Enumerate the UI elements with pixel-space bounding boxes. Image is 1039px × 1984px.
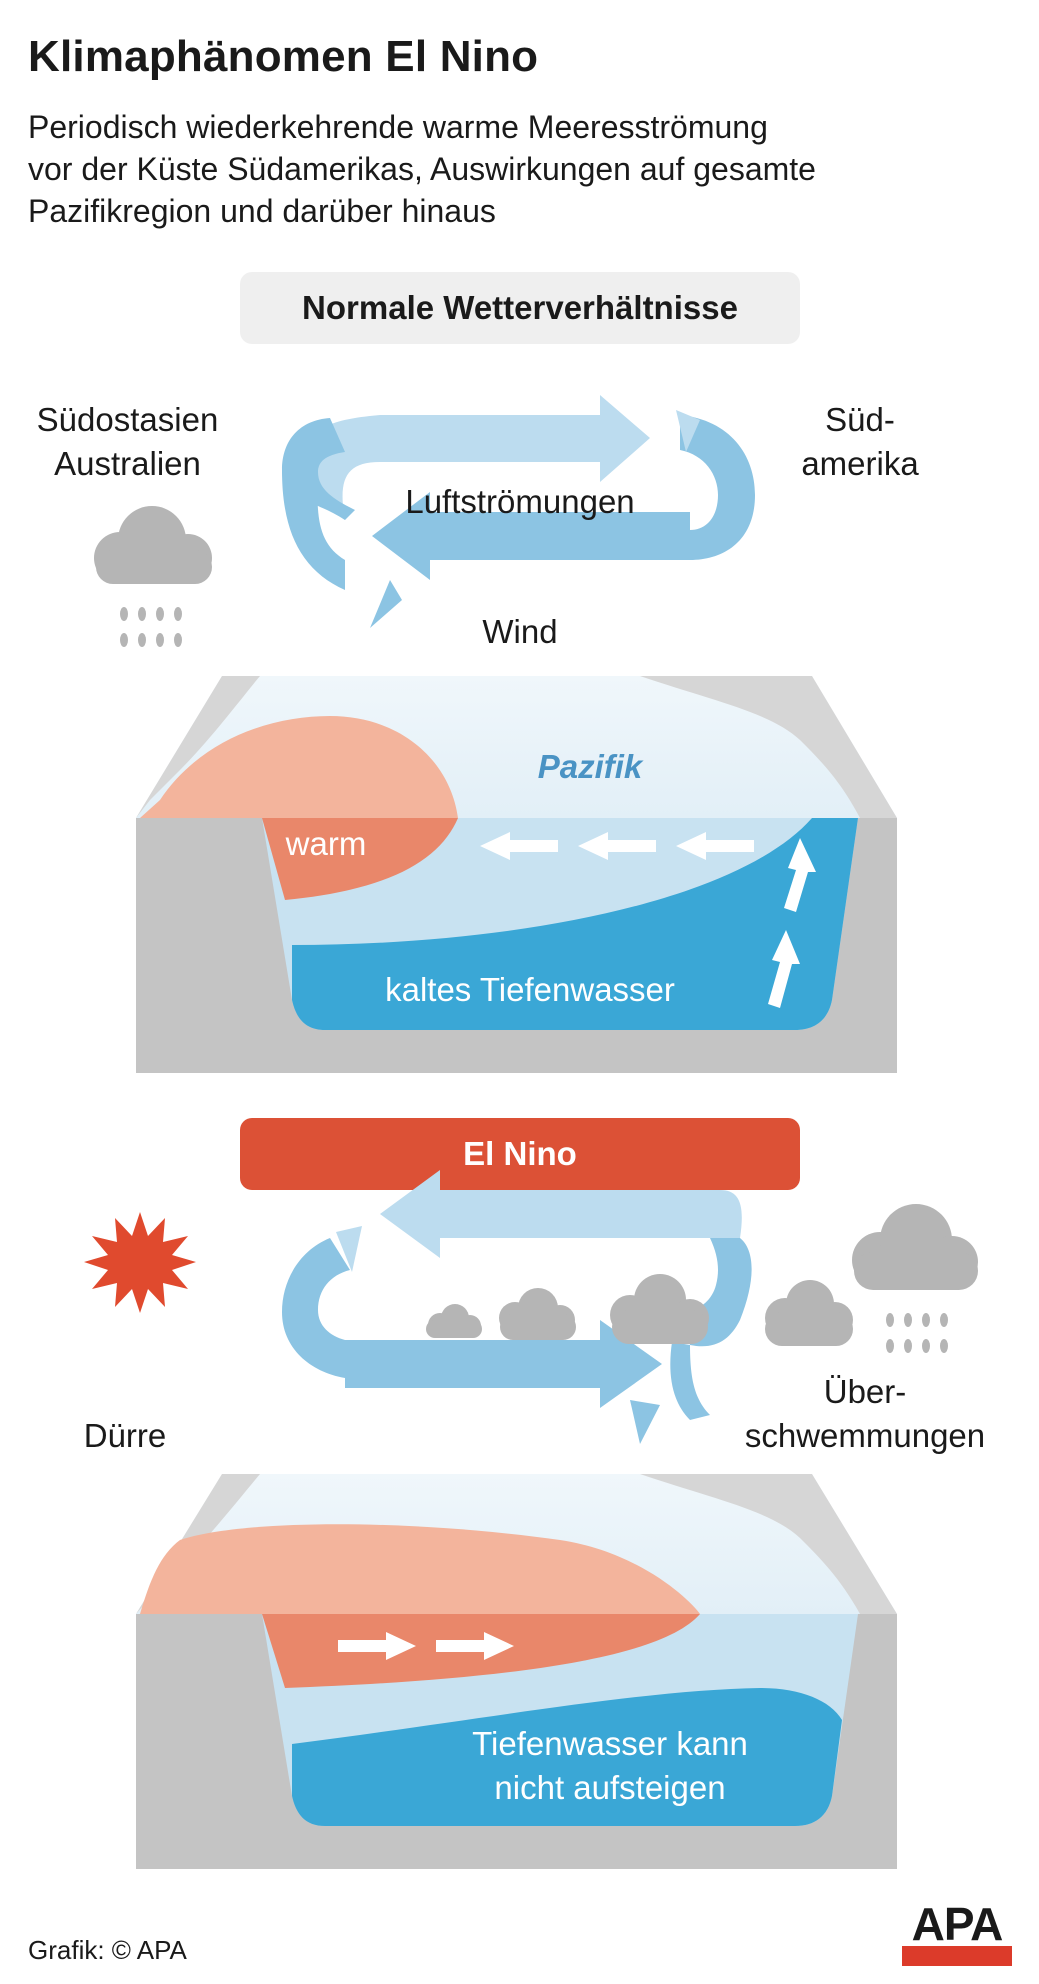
el-nino-ocean-block [136,1474,897,1869]
warm-layer [262,818,458,900]
cold-deep-water [292,818,858,1030]
flooding-label-line: schwemmungen [744,1417,986,1454]
warm-pool-surface [140,1524,700,1614]
region-label-line: Südostasien [36,401,219,438]
deep-water-cannot-rise-label: Tiefenwasser kann nicht aufsteigen [420,1722,800,1810]
cloud-icon [499,1288,576,1340]
land-americas [640,676,897,818]
page-subtitle: Periodisch wiederkehrende warme Meeresst… [28,106,1018,232]
normal-air-circulation [282,395,755,590]
upper-air-band-west [380,1170,742,1258]
westward-current-arrows [480,832,754,860]
ocean-label: Pazifik [537,748,643,785]
cold-deep-water-label: kaltes Tiefenwasser [385,971,675,1008]
lower-air-band-east [345,1320,662,1408]
air-currents-label: Luftströmungen [405,483,635,520]
rain-cloud-icon [852,1204,978,1353]
wind-arrow-tip [370,580,402,628]
region-label-south-america: Süd- amerika [770,398,950,486]
right-air-curl-down [670,1342,710,1420]
wind-arrow-tip-east [630,1400,660,1444]
sun-icon [84,1212,196,1313]
subtitle-line: vor der Küste Südamerikas, Auswirkungen … [28,151,816,187]
graphic-credit: Grafik: © APA [28,1935,187,1965]
rain-cloud-icon [94,506,212,647]
normal-ocean-block [136,676,897,1073]
region-label-southeast-asia: Südostasien Australien [20,398,235,486]
lower-air-band [372,492,690,580]
page-title: Klimaphänomen El Nino [28,32,539,81]
cold-deep-water [292,1688,842,1826]
left-air-curl [282,1238,350,1378]
flooding-label-line: Über- [823,1373,907,1410]
left-air-curl-down [282,470,345,590]
subtitle-line: Pazifikregion und darüber hinaus [28,193,496,229]
deep-water-label-line: Tiefenwasser kann [472,1725,748,1762]
land-asia-australia [136,676,260,818]
normal-conditions-banner: Normale Wetterverhältnisse [240,272,800,344]
drought-label: Dürre [83,1417,167,1454]
cloud-icon [765,1280,853,1346]
apa-logo [902,1946,1012,1966]
region-label-line: Süd- [825,401,895,438]
region-label-line: Australien [54,445,201,482]
deep-water-label-line: nicht aufsteigen [494,1769,726,1806]
eastward-current-arrows [338,1632,514,1660]
right-air-curl-tip [676,410,700,452]
flooding-label: Über- schwemmungen [720,1370,1010,1458]
land-americas [640,1474,897,1614]
right-air-curl [680,415,755,560]
warm-label: warm [285,825,367,862]
subtitle-line: Periodisch wiederkehrende warme Meeresst… [28,109,768,145]
warm-pool-surface [140,716,458,818]
cloud-icon [610,1274,709,1344]
upper-air-band [306,395,650,520]
el-nino-air-circulation [282,1170,752,1420]
cloud-icon [426,1304,482,1338]
region-label-line: amerika [801,445,919,482]
upwelling-arrows [768,838,816,1008]
left-air-curl-tip [336,1226,362,1272]
apa-logo-text: APA [911,1898,1004,1950]
wind-label: Wind [482,613,558,650]
el-nino-banner: El Nino [240,1118,800,1190]
